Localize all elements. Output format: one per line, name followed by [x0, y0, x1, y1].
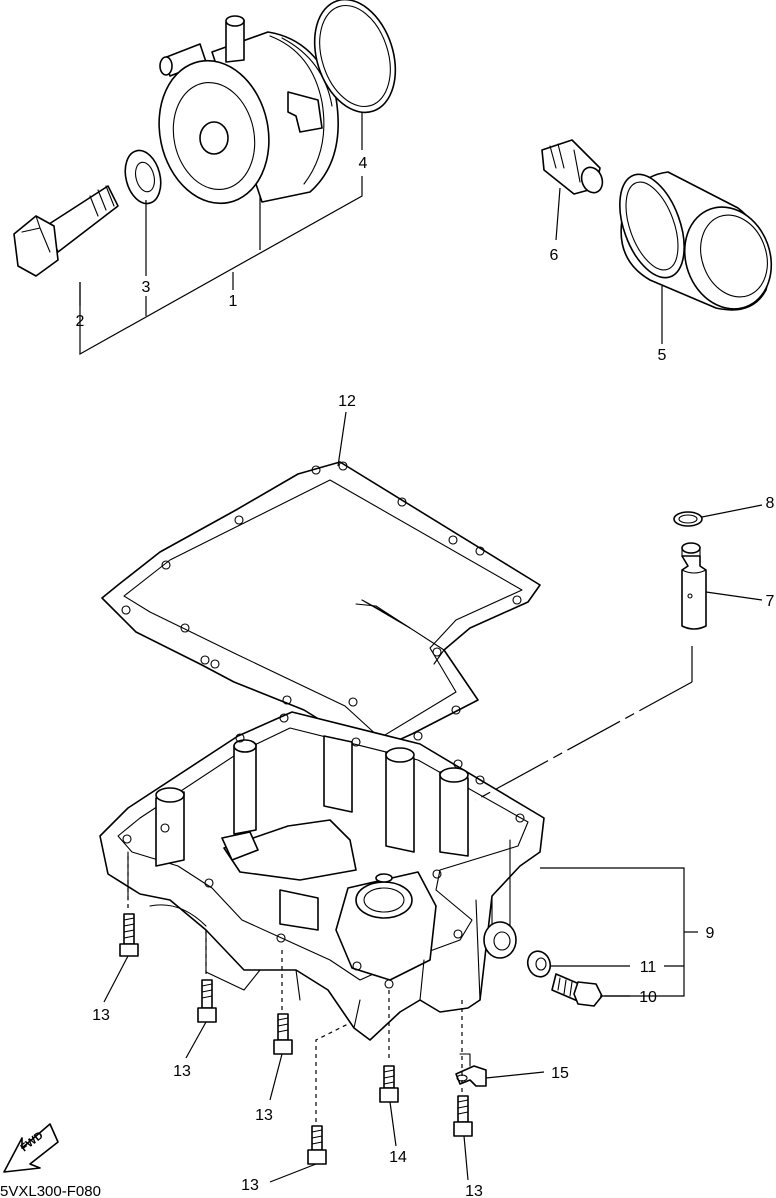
oil-pan[interactable] [99, 711, 545, 1041]
callout-5: 5 [658, 347, 667, 364]
bolt-13b[interactable] [197, 979, 217, 1023]
oil-cooler[interactable] [146, 15, 339, 214]
callout-11: 11 [640, 959, 657, 976]
callout-13e: 13 [465, 1183, 483, 1198]
callout-2: 2 [76, 313, 85, 330]
oil-filter[interactable] [607, 166, 776, 322]
bolt-13d[interactable] [307, 1125, 327, 1165]
callout-8: 8 [766, 495, 775, 512]
callout-13b: 13 [173, 1063, 191, 1080]
bolt-13a[interactable] [119, 913, 139, 957]
callout-14: 14 [389, 1149, 407, 1166]
bolt-13e[interactable] [453, 1095, 473, 1137]
oil-pan-gasket[interactable] [101, 461, 541, 753]
bolt-14[interactable] [379, 1065, 399, 1103]
pipe[interactable] [681, 542, 707, 630]
callout-7: 7 [766, 593, 775, 610]
washer-small[interactable] [120, 147, 166, 208]
fwd-arrow-icon: FWD [3, 1123, 59, 1173]
diagram-code: 5VXL300-F080 [0, 1183, 101, 1198]
drain-bolt[interactable] [551, 973, 603, 1007]
bolt-13c[interactable] [273, 1013, 293, 1055]
callout-6: 6 [550, 247, 559, 264]
callout-13a: 13 [92, 1007, 110, 1024]
clamp[interactable] [455, 1053, 487, 1087]
drain-bolt-gasket[interactable] [524, 948, 554, 980]
o-ring-large[interactable] [301, 0, 409, 123]
union-bolt-small[interactable] [541, 139, 606, 196]
callout-1: 1 [229, 293, 238, 310]
callout-13d: 13 [241, 1177, 259, 1194]
callout-15: 15 [551, 1065, 569, 1082]
o-ring-small[interactable] [673, 511, 703, 527]
callout-12: 12 [338, 393, 356, 410]
callout-4: 4 [359, 155, 368, 172]
callout-13c: 13 [255, 1107, 273, 1124]
callout-10: 10 [639, 989, 657, 1006]
callout-3: 3 [142, 279, 151, 296]
callout-9: 9 [706, 925, 715, 942]
union-bolt[interactable] [13, 185, 119, 277]
